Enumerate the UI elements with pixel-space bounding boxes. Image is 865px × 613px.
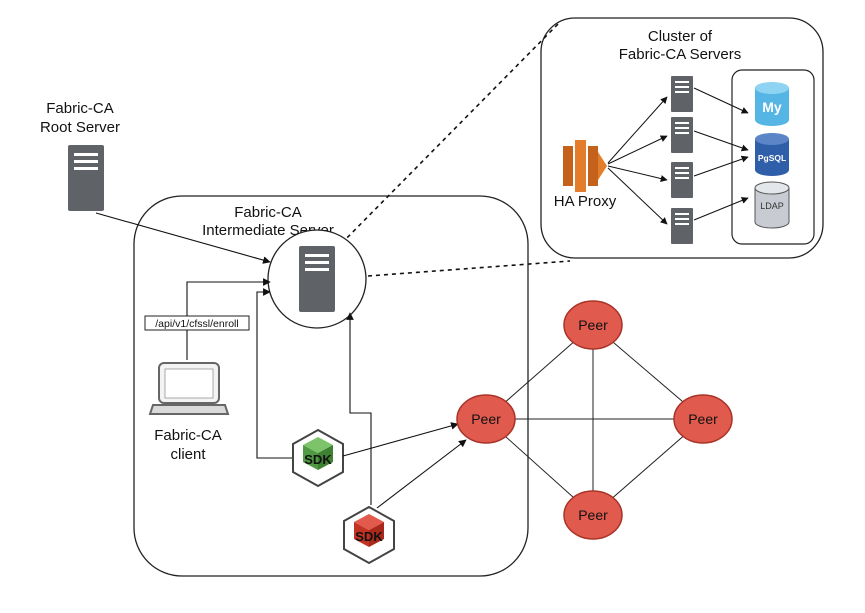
cluster-title-line2: Fabric-CA Servers: [619, 46, 742, 63]
sdk-label: SDK: [304, 452, 332, 467]
sdk-red-to-intermediate-arrow: [346, 312, 372, 505]
haproxy-to-servers-arrows: [607, 96, 668, 225]
cluster-boundary: [540, 17, 824, 259]
ldap-icon: LDAP: [754, 181, 790, 229]
server-icon: [68, 145, 104, 211]
enroll-endpoint-text: /api/v1/cfssl/enroll: [155, 318, 238, 330]
mysql-label: My: [762, 99, 782, 115]
peer-right: Peer: [673, 394, 733, 444]
sdk-green-to-peer-arrow: [342, 422, 459, 457]
peer-label: Peer: [471, 411, 501, 427]
sdk-label: SDK: [355, 529, 383, 544]
root-to-intermediate-arrow: [95, 212, 271, 264]
peer-label: Peer: [688, 411, 718, 427]
client-label-line2: client: [170, 446, 206, 463]
server-icon: [671, 162, 693, 198]
peer-label: Peer: [578, 317, 608, 333]
server-icon: [299, 246, 335, 312]
servers-to-databases-arrows: [693, 87, 749, 221]
root-server-title-line2: Root Server: [40, 119, 120, 136]
sdk-red-to-peer-arrow: [376, 439, 467, 509]
cluster-title-line1: Cluster of: [648, 28, 713, 45]
ldap-label: LDAP: [760, 201, 784, 211]
sdk-green-to-intermediate-arrow: [256, 288, 293, 459]
peer-left: Peer: [456, 394, 516, 444]
root-server: Fabric-CA Root Server: [40, 100, 120, 211]
fabric-ca-client: Fabric-CA client: [148, 362, 230, 463]
haproxy-icon: [563, 140, 607, 192]
postgresql-icon: PgSQL: [755, 133, 789, 176]
laptop-icon: [148, 362, 230, 415]
intermediate-server-boundary: [133, 195, 529, 577]
peer-bottom: Peer: [563, 490, 623, 540]
sdk-red: SDK: [343, 505, 395, 565]
sdk-green: SDK: [292, 428, 344, 488]
postgresql-label: PgSQL: [758, 153, 786, 163]
zoom-line-top: [335, 21, 561, 250]
zoom-line-bottom: [367, 260, 571, 277]
server-icon: [671, 117, 693, 153]
peer-label: Peer: [578, 507, 608, 523]
enroll-endpoint-label: /api/v1/cfssl/enroll: [144, 315, 250, 331]
server-icon: [671, 76, 693, 112]
server-icon: [671, 208, 693, 244]
mysql-icon: My: [755, 82, 789, 126]
root-server-title-line1: Fabric-CA: [46, 100, 114, 117]
peer-network-edges: [485, 324, 704, 516]
haproxy-label: HA Proxy: [554, 193, 617, 210]
intermediate-server: Fabric-CA Intermediate Server: [202, 204, 367, 329]
database-group-box: [731, 69, 815, 245]
client-label-line1: Fabric-CA: [154, 427, 222, 444]
client-to-intermediate-arrow: [186, 278, 271, 360]
peer-top: Peer: [563, 300, 623, 350]
intermediate-server-title-line1: Fabric-CA: [234, 204, 302, 221]
